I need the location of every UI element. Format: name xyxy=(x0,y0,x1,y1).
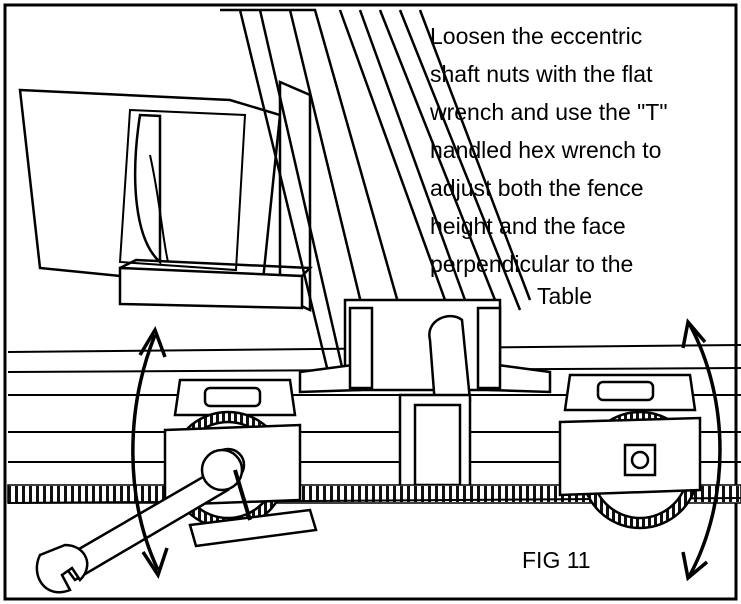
figure-label: FIG 11 xyxy=(522,547,591,573)
right-adjust-arrow xyxy=(681,318,722,582)
instruction-line: shaft nuts with the flat xyxy=(430,61,653,87)
fence-rails xyxy=(220,8,532,381)
instruction-line: wrench and use the "T" xyxy=(429,99,668,125)
flat-wrench xyxy=(35,448,244,594)
instruction-line: height and the face xyxy=(430,213,626,239)
instruction-line: handled hex wrench to xyxy=(430,137,661,163)
instruction-text: Loosen the eccentric shaft nuts with the… xyxy=(429,23,668,309)
instruction-last-line: Table xyxy=(537,283,592,309)
t-handle-hex-wrench xyxy=(188,469,318,548)
instruction-line: Loosen the eccentric xyxy=(430,23,642,49)
instruction-line: adjust both the fence xyxy=(430,175,644,201)
combination-square xyxy=(118,80,313,312)
saw-blade xyxy=(18,88,282,292)
left-adjust-arrow xyxy=(131,325,169,579)
instruction-line: perpendicular to the xyxy=(430,251,633,277)
right-clamp xyxy=(558,373,702,530)
lock-handle xyxy=(398,314,472,492)
